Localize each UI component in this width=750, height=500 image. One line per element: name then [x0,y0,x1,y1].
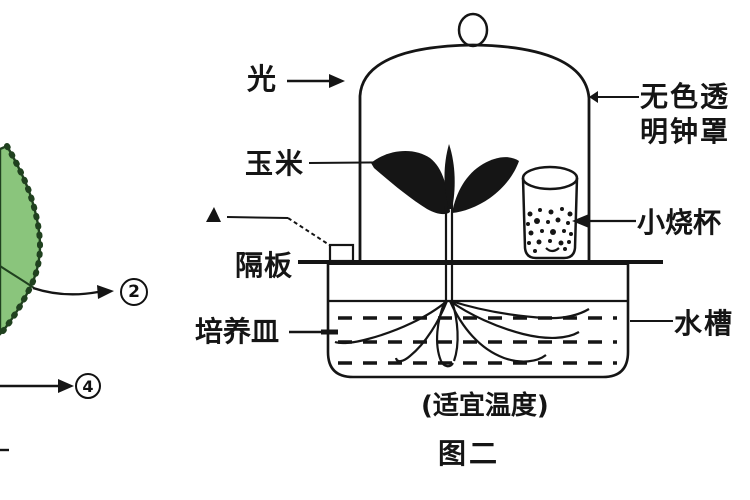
bell-jar [358,12,591,262]
label-partition: 隔板 [235,249,294,282]
pointer-wedge-icon [589,91,598,103]
label-water-tank: 水槽 [674,307,735,340]
seedling-middle-leaf [444,144,455,209]
partition-pointer [206,207,332,247]
beaker-rim [521,165,579,191]
seedling-stem [444,203,454,301]
leaf-serration [0,143,44,334]
light-arrow [287,74,345,88]
seedling-right-leaf [452,157,519,213]
beaker-granules [526,207,573,253]
label-corn: 玉米 [245,147,306,180]
callout-number-4: 4 [75,373,101,399]
arrowhead-icon [329,74,345,88]
bell-jar-pointer [589,91,639,103]
label-culture-dish: 培养皿 [195,315,280,348]
bell-jar-knob [457,12,489,48]
caption-condition: (适宜温度) [421,391,549,421]
callout-number-2: 2 [120,278,148,306]
corn-seedling [371,144,519,301]
water-dashes [338,316,617,365]
seedling-roots [334,299,590,368]
beaker [521,165,579,260]
callout-arrow-2 [32,285,114,299]
seedling-left-leaf [371,150,450,215]
leaf-vein [0,265,35,289]
leaf-illustration [0,143,44,336]
arrowhead-icon [58,379,74,393]
label-light: 光 [247,62,277,96]
arrowhead-icon [572,214,589,228]
caption-figure-title: 图二 [438,437,501,470]
label-bell-jar: 无色透 明钟罩 [640,80,731,148]
water-tank [326,263,630,379]
triangle-marker-icon [206,207,221,222]
arrowhead-icon [97,285,114,299]
label-beaker: 小烧杯 [637,206,722,239]
beaker-pointer-arrow [572,214,636,228]
partition-block [328,243,355,263]
callout-arrow-4 [0,379,74,393]
